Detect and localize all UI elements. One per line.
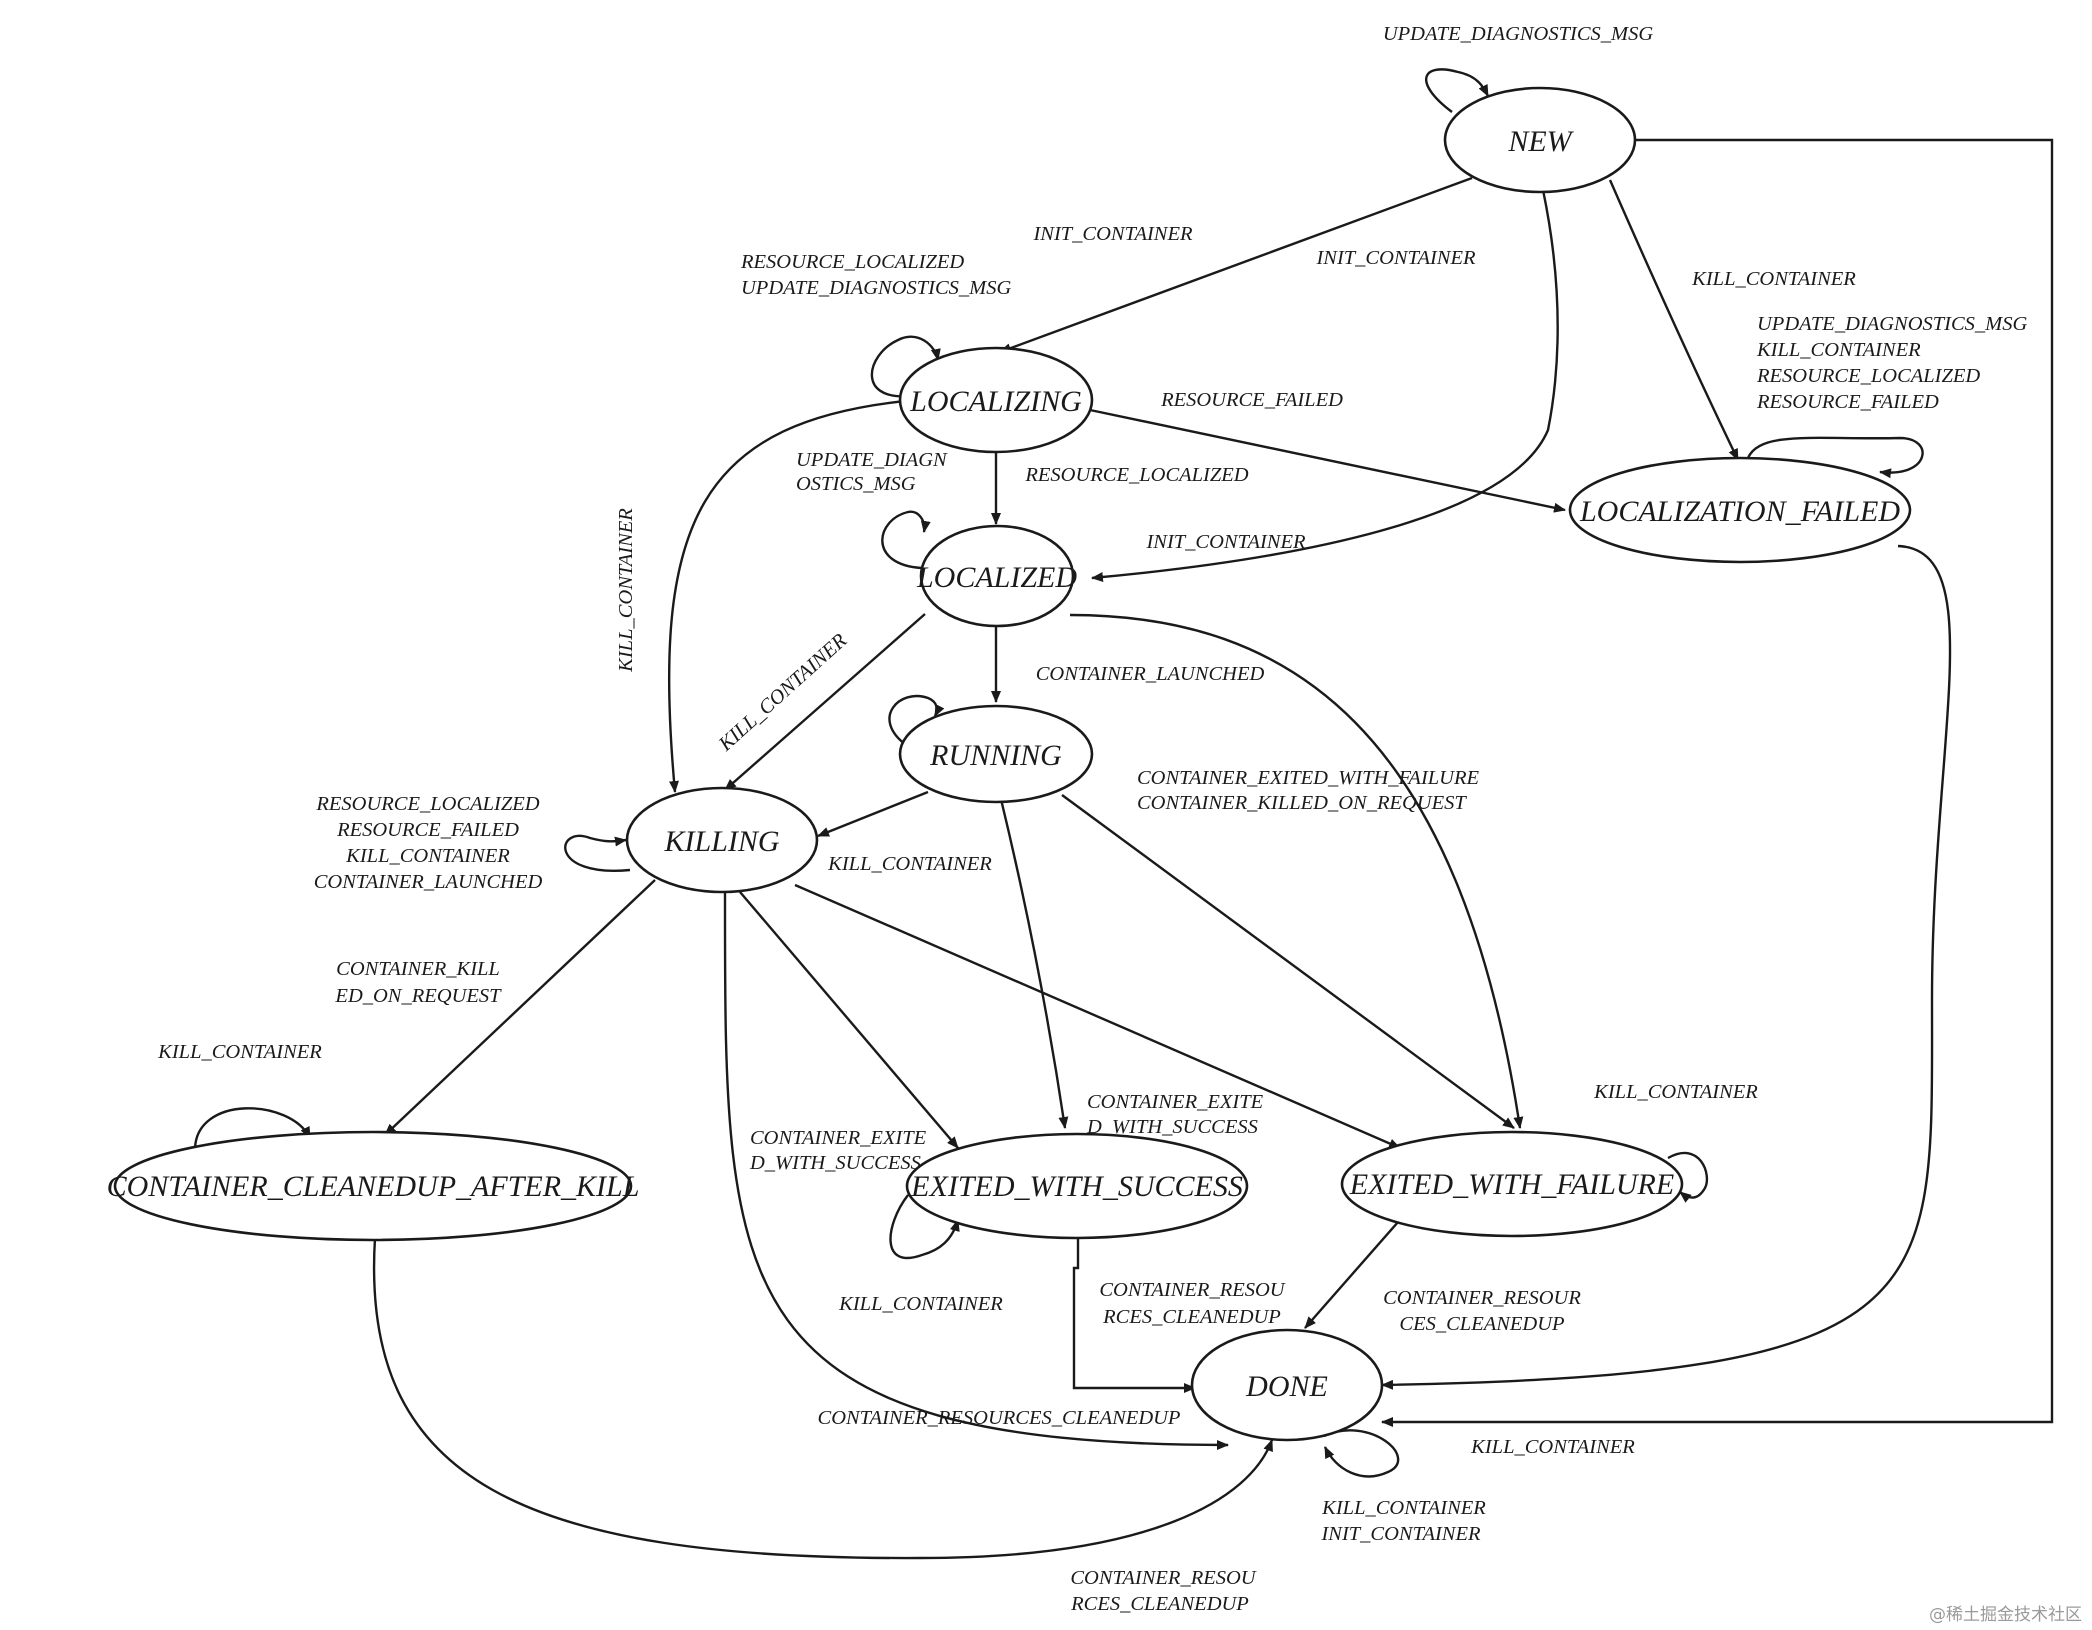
edge-localizing-self	[870, 335, 941, 398]
label-localizing-self-1: RESOURCE_LOCALIZED	[740, 251, 964, 273]
edge-localized-to-killing	[724, 613, 926, 791]
edge-localized-self	[881, 510, 931, 570]
state-done-label: DONE	[1245, 1370, 1328, 1403]
edge-exited-with-success-self	[889, 1194, 960, 1260]
edge-new-self	[1425, 68, 1490, 113]
label-killing-to-exited-with-success-2: D_WITH_SUCCESS	[749, 1152, 921, 1174]
label-exited-with-success-self: KILL_CONTAINER	[838, 1293, 1003, 1315]
edge-done-self	[1323, 1429, 1400, 1478]
label-exited-with-failure-to-done-2: CES_CLEANEDUP	[1399, 1313, 1564, 1335]
state-localized-label: LOCALIZED	[916, 561, 1077, 594]
state-localized-shape	[919, 524, 1075, 628]
edge-new-to-localized	[1091, 189, 1559, 582]
edge-localizing-to-localization-failed	[1089, 408, 1566, 513]
edge-exited-with-failure-to-done	[1304, 1221, 1399, 1329]
label-localizing-to-localization-failed: RESOURCE_FAILED	[1160, 389, 1343, 411]
state-killing-label: KILLING	[663, 825, 779, 858]
edge-exited-with-failure-self	[1667, 1151, 1709, 1203]
state-container-cleanedup-after-kill-label: CONTAINER_CLEANEDUP_AFTER_KILL	[107, 1170, 640, 1203]
label-new-self: UPDATE_DIAGNOSTICS_MSG	[1383, 23, 1653, 45]
state-localization-failed-label: LOCALIZATION_FAILED	[1579, 495, 1900, 528]
edge-running-to-exited-with-failure	[1061, 794, 1515, 1129]
label-exited-with-failure-self: KILL_CONTAINER	[1593, 1081, 1758, 1103]
edge-localization-failed-to-done	[1381, 544, 1952, 1390]
transition-labels: UPDATE_DIAGNOSTICS_MSG INIT_CONTAINER IN…	[157, 23, 2027, 1615]
state-exited-with-failure-label: EXITED_WITH_FAILURE	[1349, 1168, 1674, 1201]
label-localizing-to-killing: KILL_CONTAINER	[615, 508, 637, 673]
state-localization-failed-shape	[1568, 456, 1912, 564]
label-killing-self-2: RESOURCE_FAILED	[336, 819, 519, 841]
label-new-to-localization-failed: KILL_CONTAINER	[1691, 268, 1856, 290]
edge-localized-to-exited-with-failure	[1069, 613, 1524, 1129]
state-localizing-shape	[898, 346, 1094, 454]
label-new-to-localized: INIT_CONTAINER	[1145, 531, 1306, 553]
label-localization-failed-self-2: KILL_CONTAINER	[1756, 339, 1921, 361]
edge-killing-self	[564, 834, 631, 873]
label-localized-to-running: CONTAINER_LAUNCHED	[1036, 663, 1265, 685]
watermark: @稀土掘金技术社区	[1929, 1605, 2082, 1625]
label-cleanedup-to-done-2: RCES_CLEANEDUP	[1070, 1593, 1249, 1615]
label-localized-self-1: UPDATE_DIAGN	[796, 449, 948, 471]
state-container-cleanedup-after-kill-shape	[113, 1130, 633, 1242]
label-cleanedup-self: KILL_CONTAINER	[157, 1041, 322, 1063]
state-running-shape	[898, 704, 1094, 804]
edge-running-self	[888, 695, 945, 746]
edge-cleanedup-to-done	[372, 1237, 1274, 1560]
edge-killing-to-exited-with-failure	[794, 883, 1401, 1150]
edge-running-to-killing	[817, 790, 929, 838]
edge-killing-to-exited-with-success	[739, 891, 959, 1149]
state-done-shape	[1190, 1328, 1384, 1442]
transition-edges	[193, 68, 2054, 1560]
label-killing-to-cleanedup-1: CONTAINER_KILL	[336, 958, 500, 980]
edge-localizing-to-killing	[667, 398, 916, 793]
label-killing-self-1: RESOURCE_LOCALIZED	[315, 793, 539, 815]
label-exited-with-success-to-done-1: CONTAINER_RESOU	[1099, 1279, 1285, 1301]
label-running-to-exited-with-success-1: CONTAINER_EXITE	[1087, 1091, 1264, 1113]
edge-localization-failed-self	[1746, 436, 1924, 479]
edge-new-to-localizing-a	[999, 176, 1473, 354]
state-localizing-label: LOCALIZING	[909, 385, 1082, 418]
state-killing-shape	[625, 786, 819, 894]
label-running-to-exited-with-failure-2: CONTAINER_KILLED_ON_REQUEST	[1137, 792, 1467, 814]
label-exited-with-failure-to-done-1: CONTAINER_RESOUR	[1383, 1287, 1581, 1309]
label-cleanedup-to-done-1: CONTAINER_RESOU	[1070, 1567, 1256, 1589]
state-exited-with-failure-shape	[1340, 1130, 1684, 1238]
state-exited-with-success-label: EXITED_WITH_SUCCESS	[910, 1170, 1243, 1203]
label-new-to-done: KILL_CONTAINER	[1470, 1436, 1635, 1458]
label-killing-to-done: CONTAINER_RESOURCES_CLEANEDUP	[818, 1407, 1181, 1429]
label-new-to-localizing-a: INIT_CONTAINER	[1032, 223, 1193, 245]
label-done-self-1: KILL_CONTAINER	[1321, 1497, 1486, 1519]
state-running-label: RUNNING	[929, 739, 1062, 772]
label-localizing-to-localized: RESOURCE_LOCALIZED	[1024, 464, 1248, 486]
label-localization-failed-self-4: RESOURCE_FAILED	[1756, 391, 1939, 413]
label-done-self-2: INIT_CONTAINER	[1320, 1523, 1481, 1545]
state-new-label: NEW	[1507, 125, 1574, 158]
label-killing-to-cleanedup-2: ED_ON_REQUEST	[334, 985, 502, 1007]
label-localizing-self-2: UPDATE_DIAGNOSTICS_MSG	[741, 277, 1011, 299]
edge-killing-to-done	[723, 892, 1229, 1450]
label-localized-self-2: OSTICS_MSG	[796, 473, 916, 495]
label-running-to-exited-with-success-2: D_WITH_SUCCESS	[1086, 1116, 1258, 1138]
state-exited-with-success-shape	[905, 1132, 1249, 1240]
state-nodes: NEW LOCALIZING LOCALIZED LOCALIZATION_FA…	[107, 86, 1912, 1442]
edge-running-to-exited-with-success	[998, 794, 1069, 1129]
label-exited-with-success-to-done-2: RCES_CLEANEDUP	[1102, 1306, 1281, 1328]
label-localization-failed-self-3: RESOURCE_LOCALIZED	[1756, 365, 1980, 387]
label-killing-to-exited-with-success-1: CONTAINER_EXITE	[750, 1127, 927, 1149]
label-running-to-exited-with-failure-1: CONTAINER_EXITED_WITH_FAILURE	[1137, 767, 1480, 789]
edge-cleanedup-self	[193, 1107, 312, 1151]
label-localization-failed-self-1: UPDATE_DIAGNOSTICS_MSG	[1757, 313, 2027, 335]
label-killing-self-4: CONTAINER_LAUNCHED	[314, 871, 543, 893]
label-killing-self-3: KILL_CONTAINER	[345, 845, 510, 867]
label-localized-to-killing: KILL_CONTAINER	[714, 629, 851, 756]
label-new-to-localizing-b: INIT_CONTAINER	[1315, 247, 1476, 269]
label-running-to-killing: KILL_CONTAINER	[827, 853, 992, 875]
state-new-shape	[1443, 86, 1637, 194]
edge-exited-with-success-to-done	[1072, 1237, 1196, 1393]
edge-new-to-done	[1381, 138, 2054, 1427]
edge-new-to-localization-failed	[1608, 179, 1740, 461]
edge-killing-to-cleanedup	[384, 879, 656, 1136]
